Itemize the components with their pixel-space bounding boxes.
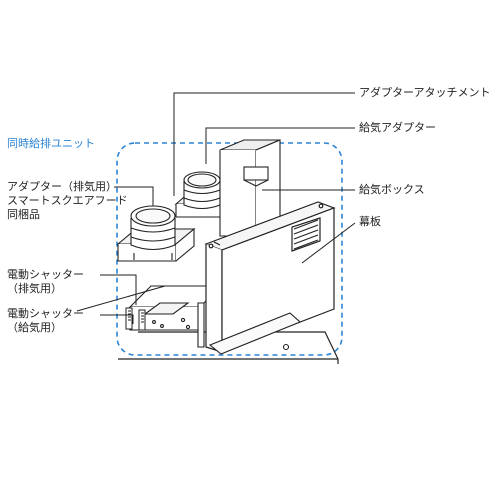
label-supply-shutter-line-1: 電動シャッター — [7, 307, 84, 320]
label-exhaust-adapter-line-1: アダプター（排気用） — [7, 180, 117, 193]
label-supply-box: 給気ボックス — [359, 183, 425, 196]
label-supply-shutter: 電動シャッター （給気用） — [7, 307, 84, 335]
curtain-board — [204, 201, 336, 353]
unit-base-plate — [128, 285, 223, 331]
bracket-detail — [197, 302, 302, 355]
label-exhaust-shutter-line-2: （排気用） — [7, 282, 62, 295]
label-exhaust-adapter-line-2: スマートスクエアフード — [7, 194, 128, 207]
label-exhaust-shutter: 電動シャッター （排気用） — [7, 268, 84, 296]
unit-title: 同時給排ユニット — [7, 137, 95, 150]
label-curtain-board: 幕板 — [359, 215, 381, 228]
label-exhaust-shutter-line-1: 電動シャッター — [7, 268, 84, 281]
supply-box — [219, 139, 281, 237]
label-adapter-attachment: アダプターアタッチメント — [359, 86, 491, 99]
label-exhaust-adapter: アダプター（排気用） スマートスクエアフード 同梱品 — [7, 180, 128, 222]
shutter-devices — [125, 307, 146, 331]
label-exhaust-adapter-line-3: 同梱品 — [7, 208, 40, 221]
label-supply-shutter-line-2: （給気用） — [7, 321, 62, 334]
exhaust-adapter — [116, 205, 196, 262]
label-supply-adapter: 給気アダプター — [359, 121, 436, 134]
unit-boundary — [116, 142, 343, 356]
leader-lines — [76, 92, 356, 324]
